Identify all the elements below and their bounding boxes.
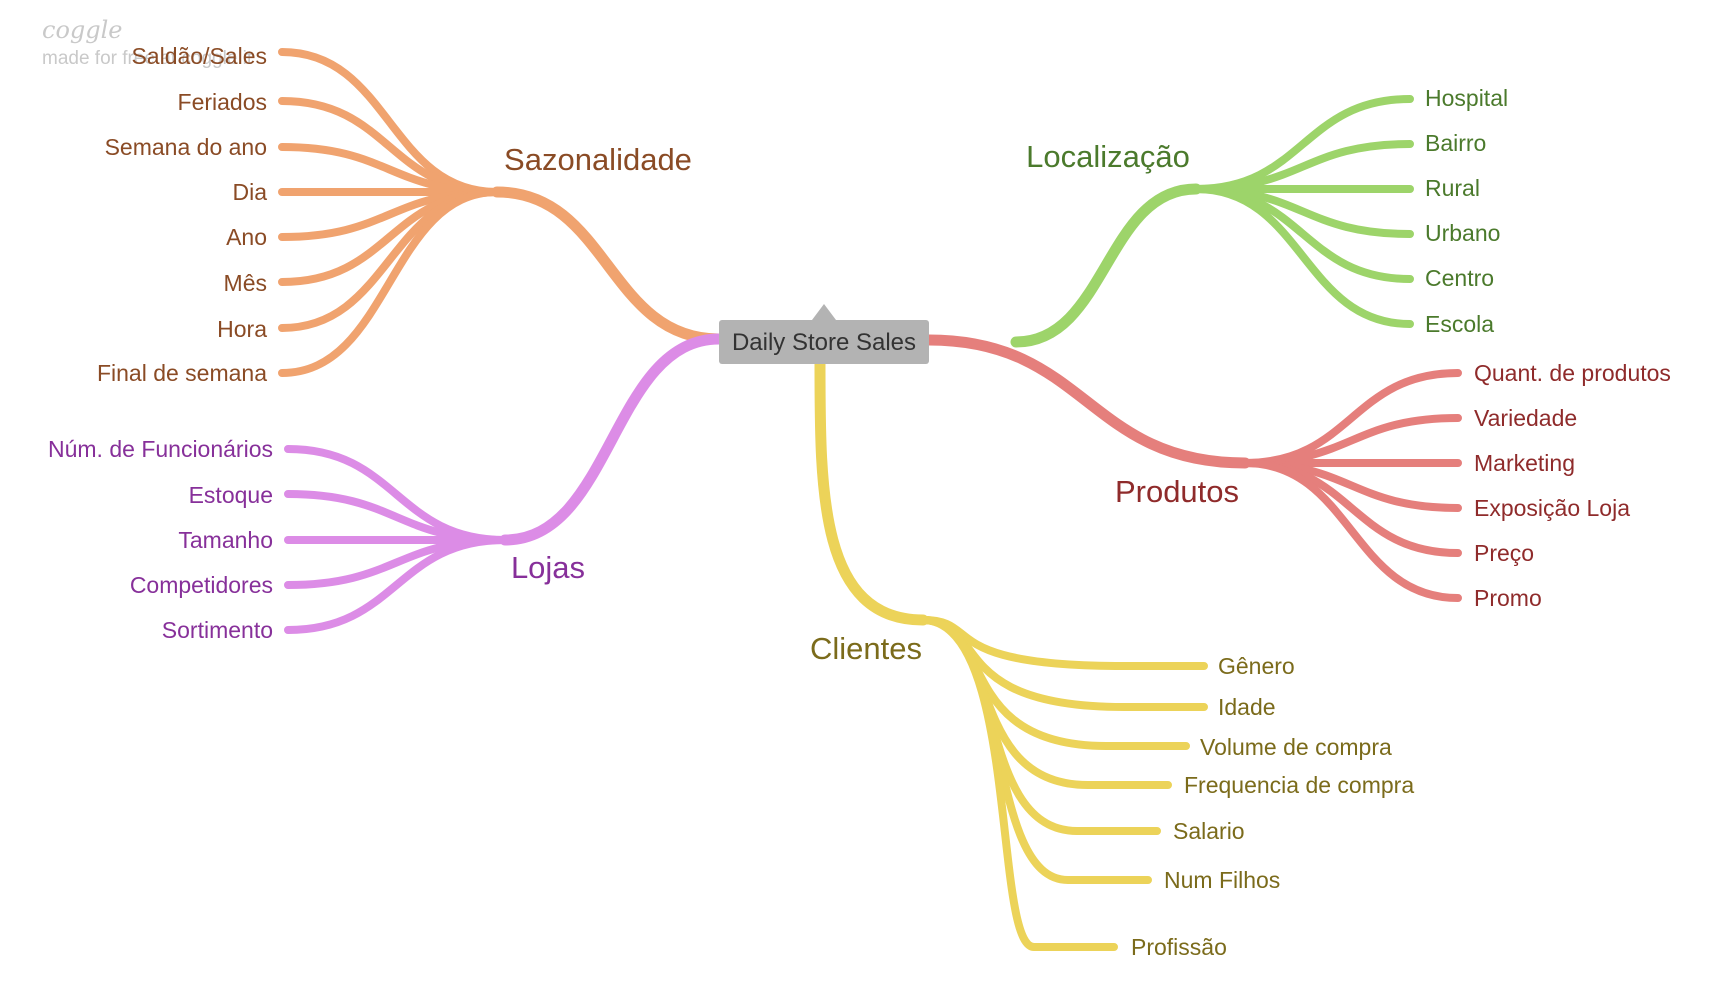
localizacao-leaf-label[interactable]: Hospital [1425, 85, 1508, 111]
clientes-leaf-edge [919, 616, 1118, 951]
sazonalidade-leaf-label[interactable]: Feriados [178, 89, 267, 115]
localizacao-leaf-label[interactable]: Rural [1425, 175, 1480, 201]
produtos-leaf-label[interactable]: Marketing [1474, 450, 1575, 476]
localizacao-leaf-edge [1192, 185, 1414, 328]
lojas-trunk-edge [499, 333, 725, 546]
sazonalidade-leaf-label[interactable]: Dia [232, 179, 267, 205]
lojas-leaf-label[interactable]: Estoque [189, 482, 273, 508]
localizacao-leaf-label[interactable]: Centro [1425, 265, 1494, 291]
produtos-leaf-label[interactable]: Quant. de produtos [1474, 360, 1671, 386]
lojas-branch-label[interactable]: Lojas [511, 550, 585, 585]
clientes-leaf-label[interactable]: Frequencia de compra [1184, 772, 1414, 798]
sazonalidade-branch-label[interactable]: Sazonalidade [504, 142, 692, 177]
lojas-leaf-label[interactable]: Núm. de Funcionários [48, 436, 273, 462]
localizacao-leaf-label[interactable]: Urbano [1425, 220, 1500, 246]
sazonalidade-leaf-label[interactable]: Final de semana [97, 360, 267, 386]
produtos-leaf-label[interactable]: Exposição Loja [1474, 495, 1630, 521]
produtos-leaf-label[interactable]: Variedade [1474, 405, 1577, 431]
sazonalidade-leaf-edge [278, 188, 501, 377]
root-node-box [719, 320, 929, 364]
clientes-leaf-label[interactable]: Idade [1218, 694, 1276, 720]
watermark-text: made for free at coggle.it [42, 48, 253, 69]
lojas-leaf-label[interactable]: Sortimento [162, 617, 273, 643]
clientes-branch-label[interactable]: Clientes [810, 631, 922, 666]
lojas-leaf-label[interactable]: Competidores [130, 572, 273, 598]
clientes-leaf-label[interactable]: Volume de compra [1200, 734, 1392, 760]
produtos-leaf-label[interactable]: Promo [1474, 585, 1542, 611]
sazonalidade-leaf-label[interactable]: Hora [217, 316, 267, 342]
localizacao-trunk-edge [1010, 183, 1202, 348]
clientes-trunk-edge [814, 358, 929, 626]
sazonalidade-leaf-label[interactable]: Ano [226, 224, 267, 250]
sazonalidade-trunk-edge [491, 186, 725, 345]
sazonalidade-leaf-label[interactable]: Semana do ano [105, 134, 267, 160]
localizacao-leaf-label[interactable]: Bairro [1425, 130, 1486, 156]
localizacao-branch-label[interactable]: Localização [1026, 139, 1190, 174]
root-node-label: Daily Store Sales [732, 329, 916, 356]
sazonalidade-leaf-label[interactable]: Mês [224, 270, 267, 296]
produtos-trunk-edge [923, 334, 1251, 469]
sazonalidade-leaf-label[interactable]: Saldão/Sales [131, 43, 267, 69]
root-node-notch [812, 304, 836, 320]
root-node[interactable]: Daily Store Sales [719, 304, 929, 364]
clientes-leaf-label[interactable]: Profissão [1131, 934, 1227, 960]
mind-map-edges [278, 48, 1462, 951]
coggle-watermark: coggle made for free at coggle.it [42, 18, 252, 70]
lojas-leaf-label[interactable]: Tamanho [178, 527, 273, 553]
lojas-leaf-edge [284, 536, 509, 634]
produtos-leaf-edge [1241, 459, 1462, 602]
localizacao-leaf-label[interactable]: Escola [1425, 311, 1494, 337]
coggle-logo: coggle [42, 16, 123, 44]
clientes-leaf-edge [919, 616, 1161, 835]
clientes-leaf-label[interactable]: Salario [1173, 818, 1245, 844]
clientes-leaf-label[interactable]: Gênero [1218, 653, 1295, 679]
produtos-leaf-label[interactable]: Preço [1474, 540, 1534, 566]
produtos-branch-label[interactable]: Produtos [1115, 474, 1239, 509]
clientes-leaf-label[interactable]: Num Filhos [1164, 867, 1280, 893]
